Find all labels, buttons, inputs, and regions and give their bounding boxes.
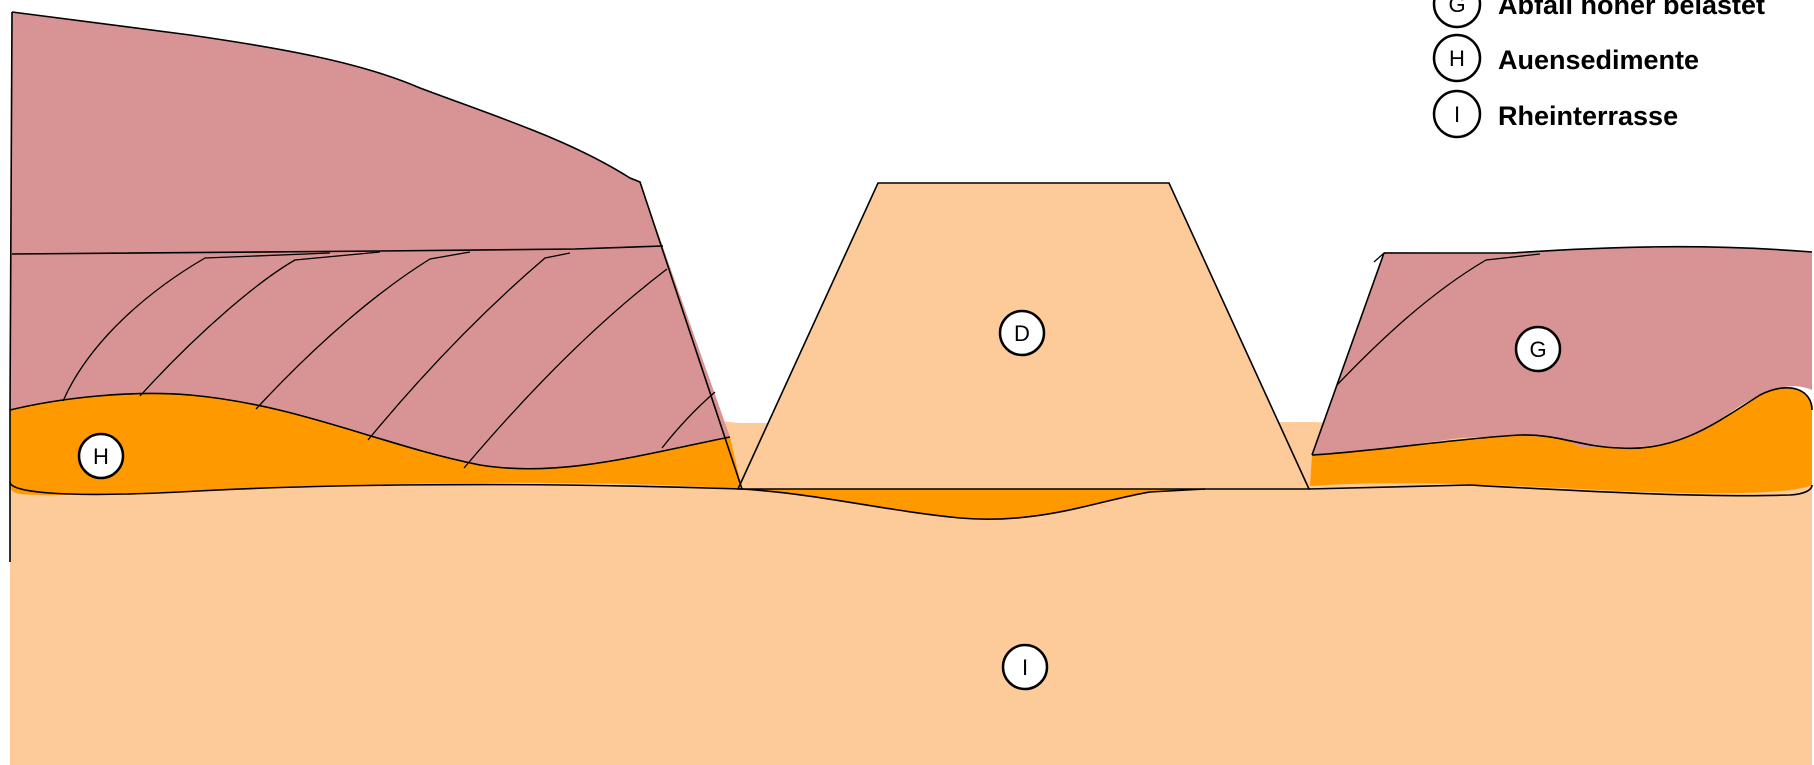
zone-marker-sediment: H bbox=[79, 434, 123, 478]
legend: G Abfall höher belastet H Auensedimente … bbox=[1434, 0, 1765, 137]
legend-letter: I bbox=[1454, 102, 1460, 127]
legend-item-terrace: I Rheinterrasse bbox=[1434, 91, 1678, 137]
legend-letter: G bbox=[1448, 0, 1465, 17]
zone-marker-landfill: G bbox=[1516, 327, 1560, 371]
legend-item-landfill: G Abfall höher belastet bbox=[1434, 0, 1765, 27]
zone-marker-terrace: I bbox=[1003, 645, 1047, 689]
legend-item-sediment: H Auensedimente bbox=[1434, 35, 1699, 81]
legend-text: Abfall höher belastet bbox=[1498, 0, 1765, 20]
legend-text: Auensedimente bbox=[1498, 45, 1699, 75]
zone-marker-dam: D bbox=[1000, 311, 1044, 355]
zone-label-terrace: I bbox=[1022, 655, 1028, 680]
legend-text: Rheinterrasse bbox=[1498, 101, 1678, 131]
legend-letter: H bbox=[1449, 46, 1465, 71]
zone-label-sediment: H bbox=[93, 444, 109, 469]
zone-label-dam: D bbox=[1014, 321, 1030, 346]
zone-label-landfill: G bbox=[1529, 337, 1546, 362]
